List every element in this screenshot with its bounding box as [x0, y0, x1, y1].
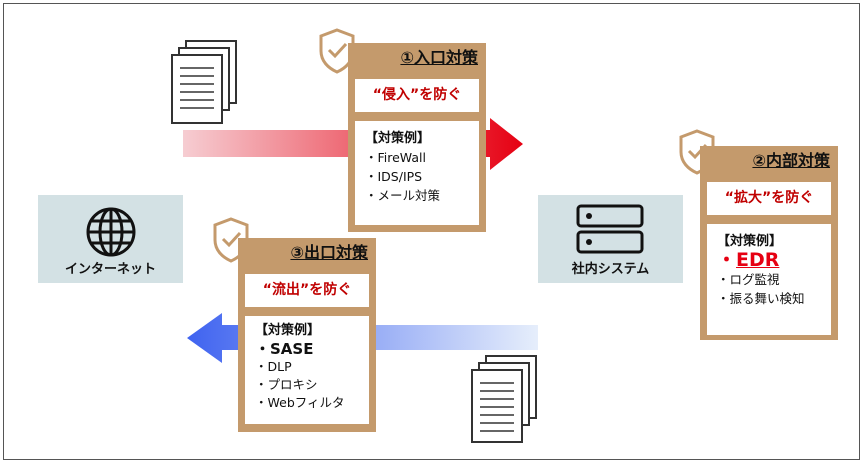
card-examples: 【対策例】 ・SASE ・DLP ・プロキシ ・Webフィルタ — [245, 316, 369, 424]
card-title: ②内部対策 — [752, 151, 830, 170]
internal-measures-card: ②内部対策 “拡大”を防ぐ 【対策例】 ・EDR ・ログ監視 ・振る舞い検知 — [700, 146, 838, 340]
documents-icon — [471, 355, 537, 443]
examples-header: 【対策例】 — [717, 234, 783, 249]
example-item: ・IDS/IPS — [365, 169, 423, 184]
card-goal: “拡大”を防ぐ — [707, 182, 831, 215]
example-item: ・振る舞い検知 — [717, 291, 805, 306]
highlight-item: ・SASE — [255, 340, 314, 358]
documents-icon — [171, 40, 237, 124]
entrance-measures-card: ①入口対策 “侵入”を防ぐ 【対策例】 ・FireWall ・IDS/IPS ・… — [348, 43, 486, 232]
card-examples: 【対策例】 ・EDR ・ログ監視 ・振る舞い検知 — [707, 224, 831, 335]
server-icon — [576, 204, 644, 254]
example-item: ・FireWall — [365, 150, 426, 165]
bullet: ・ — [717, 249, 737, 271]
diagram-frame — [3, 3, 860, 460]
examples-header: 【対策例】 — [365, 131, 431, 146]
internet-label: インターネット — [64, 262, 156, 277]
example-item: ・メール対策 — [365, 188, 441, 203]
internal-system-label: 社内システム — [571, 262, 650, 277]
highlight-item: ・EDR — [717, 251, 821, 270]
card-title: ①入口対策 — [400, 48, 478, 67]
card-goal: “流出”を防ぐ — [245, 274, 369, 307]
exit-measures-card: ③出口対策 “流出”を防ぐ 【対策例】 ・SASE ・DLP ・プロキシ ・We… — [238, 238, 376, 432]
card-goal: “侵入”を防ぐ — [355, 79, 479, 112]
highlight-text: EDR — [736, 249, 780, 271]
example-item: ・Webフィルタ — [255, 395, 345, 410]
example-item: ・プロキシ — [255, 377, 318, 392]
globe-icon — [86, 207, 136, 257]
example-item: ・ログ監視 — [717, 272, 780, 287]
card-examples: 【対策例】 ・FireWall ・IDS/IPS ・メール対策 — [355, 121, 479, 225]
internal-system-node: 社内システム — [538, 195, 683, 283]
internet-node: インターネット — [38, 195, 183, 283]
examples-header: 【対策例】 — [255, 323, 321, 338]
card-title: ③出口対策 — [290, 243, 368, 262]
example-item: ・DLP — [255, 359, 292, 374]
